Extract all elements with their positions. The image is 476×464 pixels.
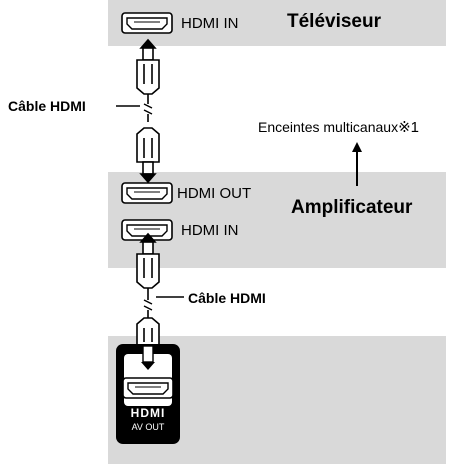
arrow-down-amp xyxy=(139,173,157,184)
player-hdmi-panel xyxy=(116,344,180,444)
arrow-down-player xyxy=(141,362,155,370)
footnote-mark: ※1 xyxy=(398,119,419,136)
hdmi-logo: HDMI xyxy=(130,406,166,420)
speakers-arrow-head xyxy=(352,142,362,152)
tv-title: Téléviseur xyxy=(287,11,381,32)
player-hdmi-port xyxy=(122,377,174,399)
arrow-up-tv xyxy=(139,38,157,49)
amp-hdmi-out-port xyxy=(121,182,173,204)
tv-hdmi-in-label: HDMI IN xyxy=(181,15,239,32)
cable-bottom-label: Câble HDMI xyxy=(188,290,266,306)
tv-hdmi-in-port xyxy=(121,12,173,34)
speakers-label: Enceintes multicanaux※1 xyxy=(258,119,419,136)
hdmi-cable-top xyxy=(136,38,160,184)
amp-hdmi-in-label: HDMI IN xyxy=(181,222,239,239)
av-out-label: AV OUT xyxy=(131,422,165,432)
hdmi-cable-bottom xyxy=(136,232,160,347)
cable-top-label: Câble HDMI xyxy=(8,98,86,114)
amp-hdmi-out-label: HDMI OUT xyxy=(177,185,252,202)
amp-title: Amplificateur xyxy=(291,197,413,218)
